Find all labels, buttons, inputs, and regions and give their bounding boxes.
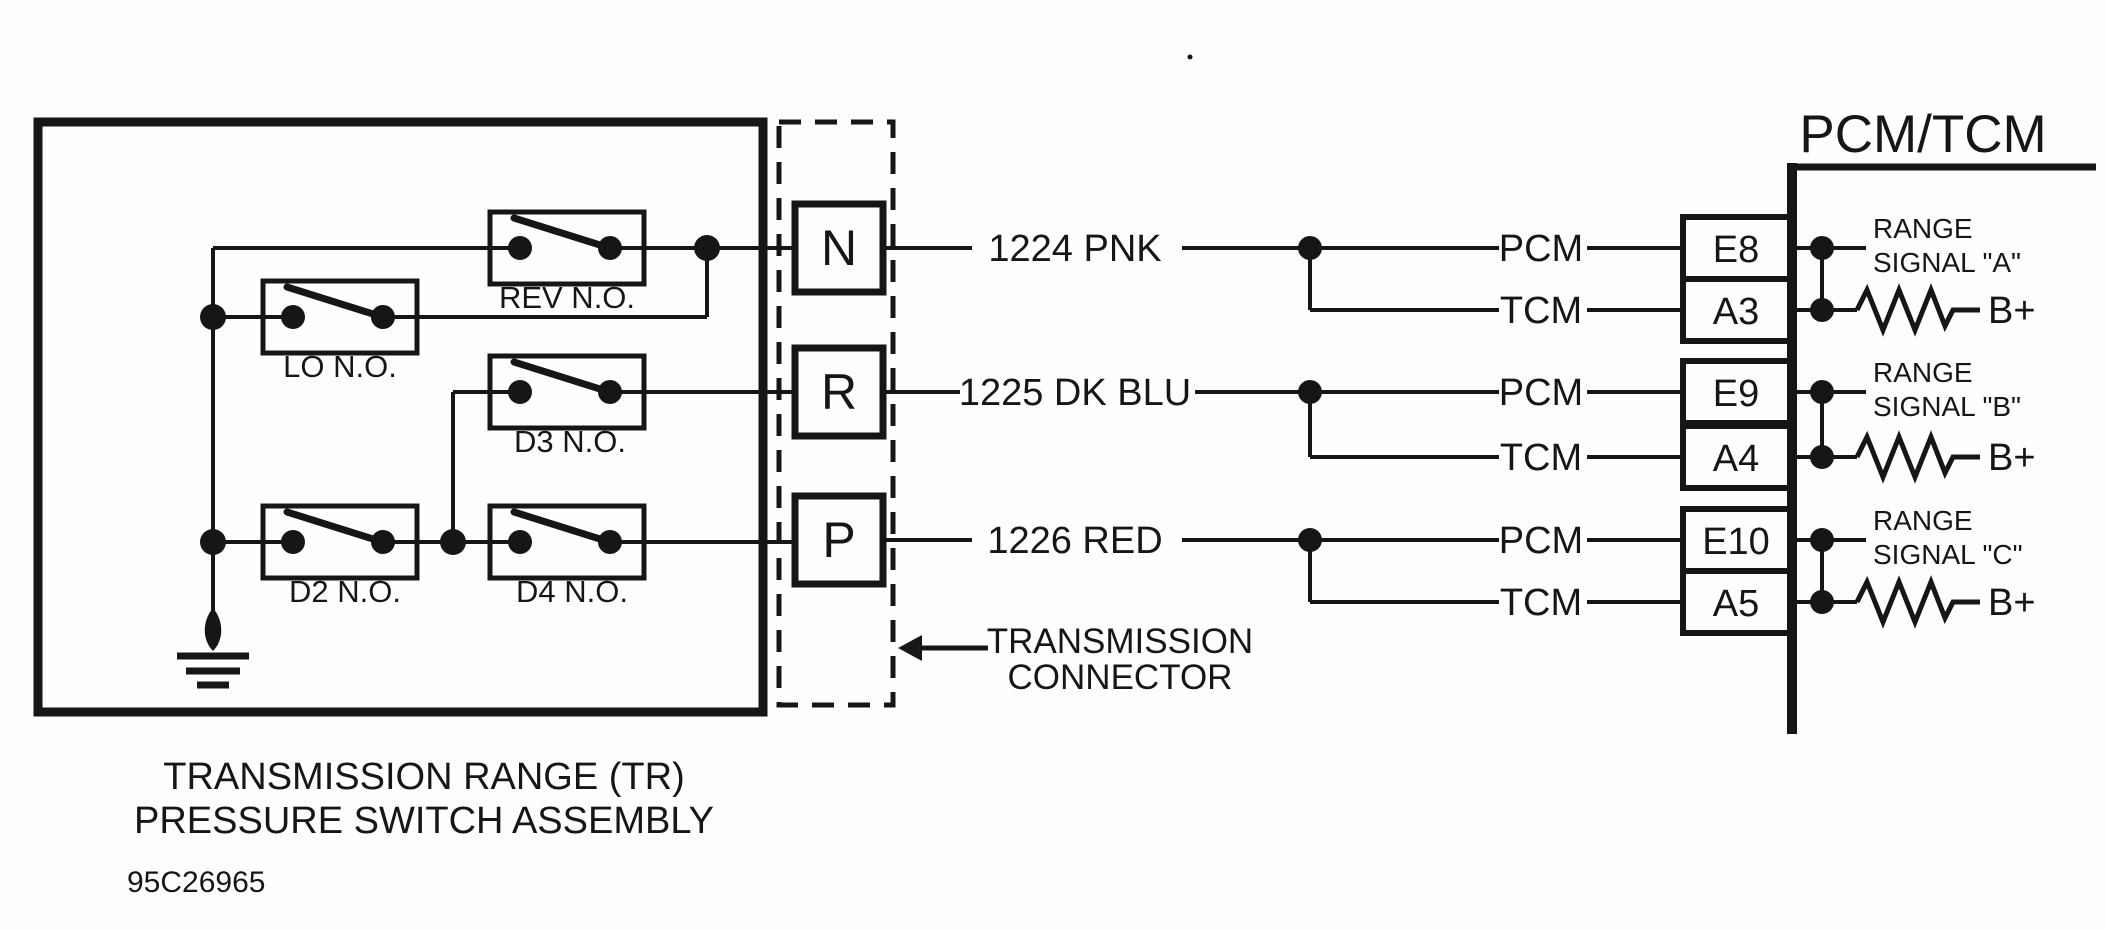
switch-blade	[510, 358, 604, 393]
switch-rev: REV N.O.	[487, 209, 647, 315]
switch-lo: LO N.O.	[260, 278, 420, 384]
switch-label: LO N.O.	[283, 349, 397, 384]
callout-label-line1: TRANSMISSION	[987, 622, 1253, 661]
switch-contact	[598, 236, 622, 260]
callout-label-line2: CONNECTOR	[1008, 658, 1233, 697]
connector-dashed-outline	[776, 119, 896, 708]
module-title: PCM/TCM	[1799, 105, 2046, 164]
junction-dot	[440, 529, 466, 555]
wire-row-p: 1226 RED PCM TCM E10 A5 RANGE SIGNAL "C"…	[883, 505, 2036, 636]
switch-box	[487, 503, 647, 581]
tcm-pin-label: A4	[1713, 438, 1759, 480]
pcm-tcm-module: PCM/TCM	[1787, 105, 2096, 734]
switch-d4: D4 N.O.	[487, 503, 647, 609]
pullup-resistor	[1854, 283, 1980, 337]
switch-label: REV N.O.	[499, 280, 635, 315]
switch-blade	[510, 214, 604, 249]
tcm-path-label: TCM	[1500, 582, 1582, 624]
switch-contact	[281, 530, 305, 554]
switch-contact	[598, 530, 622, 554]
wire-label: 1224 PNK	[988, 228, 1161, 270]
junction-dot	[694, 235, 720, 261]
terminal-letter: P	[822, 512, 855, 568]
wire-label: 1226 RED	[987, 520, 1162, 562]
range-signal-label-line1: RANGE	[1873, 213, 1973, 244]
switch-blade	[283, 283, 377, 318]
connector-terminal-p: P	[791, 492, 887, 588]
junction-dot	[200, 304, 226, 330]
callout-arrowhead	[898, 635, 922, 661]
pullup-resistor	[1854, 575, 1980, 629]
range-signal-label-line2: SIGNAL "B"	[1873, 391, 2021, 422]
junction-dot	[1810, 445, 1834, 469]
pcm-path-label: PCM	[1499, 228, 1583, 270]
switch-label: D2 N.O.	[289, 574, 401, 609]
wire-label: 1225 DK BLU	[959, 372, 1191, 414]
pullup-resistor	[1854, 430, 1980, 484]
ground-symbol	[177, 542, 249, 689]
switch-blade	[510, 508, 604, 543]
switch-d2: D2 N.O.	[260, 503, 420, 609]
pcm-path-label: PCM	[1499, 372, 1583, 414]
connector-callout: TRANSMISSION CONNECTOR	[898, 622, 1253, 697]
tcm-path-label: TCM	[1500, 290, 1582, 332]
bplus-label: B+	[1988, 290, 2036, 332]
junction-dot	[1810, 590, 1834, 614]
switch-label: D3 N.O.	[514, 424, 626, 459]
bplus-label: B+	[1988, 437, 2036, 479]
tr-pressure-switch-assembly: REV N.O. LO N.O. D3 N.O. D2 N.O.	[33, 117, 797, 842]
junction-dot	[1810, 236, 1834, 260]
pcm-pin-label: E10	[1702, 521, 1770, 563]
junction-dot	[1810, 528, 1834, 552]
bplus-label: B+	[1988, 582, 2036, 624]
range-signal-label-line2: SIGNAL "A"	[1873, 247, 2021, 278]
switch-contact	[371, 305, 395, 329]
terminal-letter: N	[821, 220, 857, 276]
junction-dot	[1810, 298, 1834, 322]
wire-row-n: 1224 PNK PCM TCM E8 A3 RANGE SIGNAL "A" …	[883, 213, 2036, 344]
doc-number: 95C26965	[127, 866, 265, 899]
switch-contact	[508, 530, 532, 554]
switch-contact	[598, 380, 622, 404]
scan-speck	[1187, 54, 1193, 60]
pcm-path-label: PCM	[1499, 520, 1583, 562]
terminal-letter: R	[821, 364, 857, 420]
assembly-caption-line1: TRANSMISSION RANGE (TR)	[163, 756, 684, 798]
switch-box	[487, 209, 647, 287]
pcm-pin-label: E9	[1713, 373, 1759, 415]
tcm-pin-label: A5	[1713, 583, 1759, 625]
assembly-outline-box	[33, 117, 768, 717]
switch-label: D4 N.O.	[516, 574, 628, 609]
switch-contact	[508, 380, 532, 404]
switch-contact	[371, 530, 395, 554]
switch-contact	[281, 305, 305, 329]
switch-box	[487, 353, 647, 431]
range-signal-label-line2: SIGNAL "C"	[1873, 539, 2023, 570]
range-signal-label-line1: RANGE	[1873, 505, 1973, 536]
switch-contact	[508, 236, 532, 260]
pcm-pin-label: E8	[1713, 229, 1759, 271]
switch-blade	[283, 508, 377, 543]
switch-d3: D3 N.O.	[487, 353, 647, 459]
transmission-connector: N R P TRANSMISSION CONNECTOR	[776, 119, 1253, 708]
tcm-path-label: TCM	[1500, 437, 1582, 479]
ground-drop	[204, 608, 222, 651]
connector-terminal-n: N	[791, 200, 887, 296]
assembly-caption-line2: PRESSURE SWITCH ASSEMBLY	[134, 800, 714, 842]
junction-dot	[1810, 380, 1834, 404]
switch-box	[260, 503, 420, 581]
wire-row-r: 1225 DK BLU PCM TCM E9 A4 RANGE SIGNAL "…	[883, 357, 2036, 491]
tcm-pin-label: A3	[1713, 291, 1759, 333]
connector-terminal-r: R	[791, 344, 887, 440]
switch-box	[260, 278, 420, 356]
range-signal-label-line1: RANGE	[1873, 357, 1973, 388]
